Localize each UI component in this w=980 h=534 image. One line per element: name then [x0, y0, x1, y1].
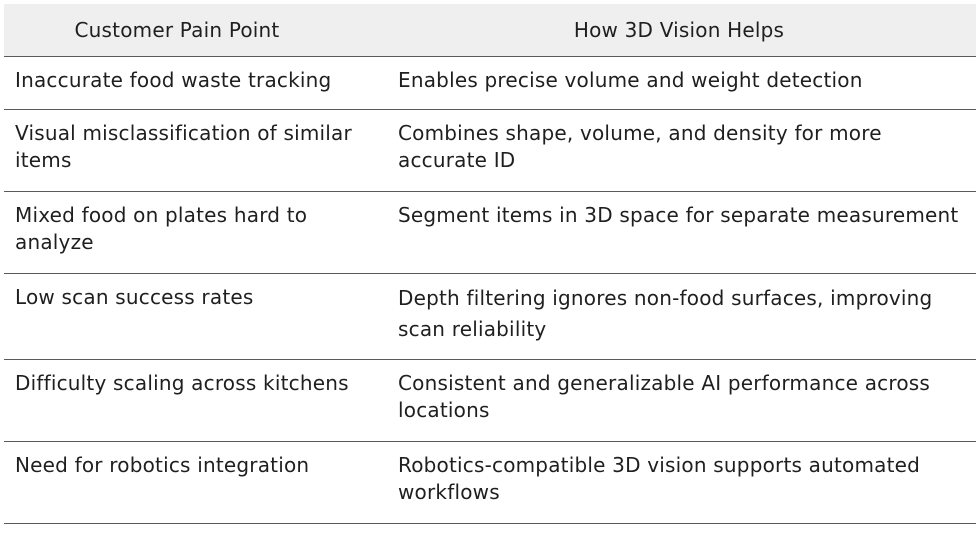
table-row: Visual misclassification of similar item…	[4, 109, 976, 192]
table-header: Customer Pain Point How 3D Vision Helps	[4, 4, 976, 57]
comparison-table-container: Customer Pain Point How 3D Vision Helps …	[4, 4, 976, 524]
solution-cell: Enables precise volume and weight detect…	[386, 56, 976, 110]
solution-cell: Depth filtering ignores non-food surface…	[386, 273, 976, 360]
table-row: Low scan success rates Depth filtering i…	[4, 273, 976, 360]
header-3d-vision-helps: How 3D Vision Helps	[386, 4, 976, 57]
pain-point-cell: Visual misclassification of similar item…	[4, 109, 386, 192]
table-body: Inaccurate food waste tracking Enables p…	[4, 56, 976, 524]
table-row: Need for robotics integration Robotics-c…	[4, 441, 976, 524]
solution-cell: Robotics-compatible 3D vision supports a…	[386, 441, 976, 524]
pain-point-cell: Need for robotics integration	[4, 441, 386, 524]
pain-point-cell: Difficulty scaling across kitchens	[4, 359, 386, 442]
pain-point-table: Customer Pain Point How 3D Vision Helps …	[4, 4, 976, 524]
pain-point-cell: Mixed food on plates hard to analyze	[4, 191, 386, 274]
table-row: Difficulty scaling across kitchens Consi…	[4, 359, 976, 442]
solution-cell: Segment items in 3D space for separate m…	[386, 191, 976, 274]
header-row: Customer Pain Point How 3D Vision Helps	[4, 4, 976, 57]
solution-cell: Consistent and generalizable AI performa…	[386, 359, 976, 442]
pain-point-cell: Inaccurate food waste tracking	[4, 56, 386, 110]
solution-cell: Combines shape, volume, and density for …	[386, 109, 976, 192]
pain-point-cell: Low scan success rates	[4, 273, 386, 360]
header-pain-point: Customer Pain Point	[4, 4, 386, 57]
table-row: Inaccurate food waste tracking Enables p…	[4, 56, 976, 110]
table-row: Mixed food on plates hard to analyze Seg…	[4, 191, 976, 274]
